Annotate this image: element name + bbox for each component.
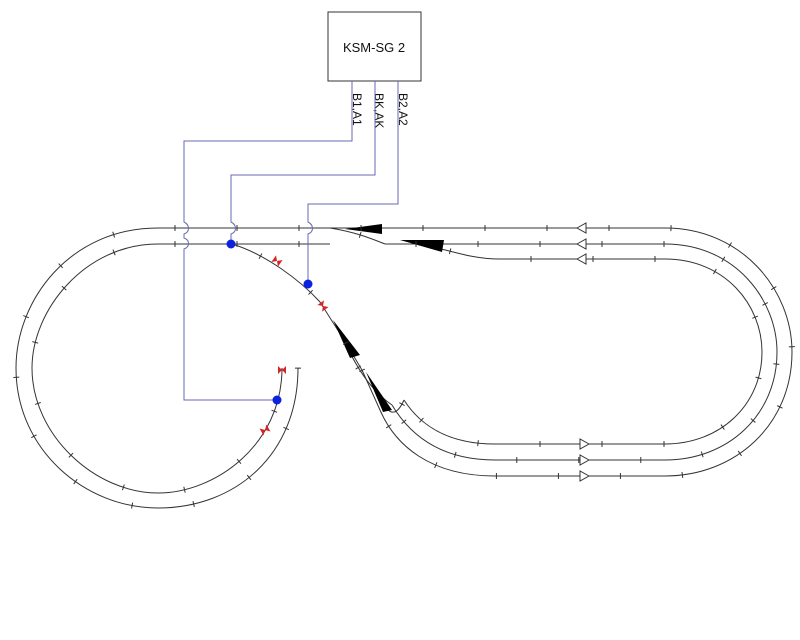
track-tick	[121, 484, 125, 491]
wire-b2a2[interactable]	[307, 81, 399, 284]
direction-arrow-icon	[575, 238, 587, 250]
track-tick	[419, 417, 424, 423]
track-tick	[68, 452, 74, 458]
track-tick	[23, 315, 30, 319]
track-tick	[131, 502, 134, 509]
turnout-frog-icon[interactable]	[400, 240, 444, 252]
direction-arrow-icon	[575, 222, 587, 234]
blue-dot-sensor-icon[interactable]	[303, 279, 313, 289]
direction-arrow-icon	[575, 253, 587, 265]
track-group	[15, 227, 793, 509]
track-tick	[34, 402, 41, 405]
track-tick	[762, 302, 769, 306]
track-tick	[308, 289, 313, 295]
track-tick	[73, 478, 78, 485]
turnout-frog-icon[interactable]	[333, 320, 360, 358]
track-tick	[271, 409, 278, 413]
isolating-joints	[259, 255, 329, 436]
track-tick	[770, 286, 777, 291]
track-tick	[31, 434, 37, 439]
direction-arrows	[575, 222, 591, 482]
track-tick	[283, 426, 290, 431]
track-ticks	[13, 225, 795, 509]
blue-dot-sensor-icon[interactable]	[272, 395, 282, 405]
track-tick	[359, 368, 366, 372]
track-tick	[401, 419, 407, 425]
direction-arrow-icon	[579, 470, 591, 482]
red-isolating-joint-icon[interactable]	[278, 366, 286, 374]
diagonal-connector-track	[231, 243, 363, 371]
track-tick	[448, 248, 452, 255]
left-loop-inner-track	[31, 243, 330, 494]
track-tick	[58, 263, 64, 269]
track-tick	[236, 458, 242, 465]
track-tick	[681, 471, 684, 478]
track-tick	[712, 268, 717, 275]
red-isolating-joint-icon[interactable]	[271, 255, 283, 267]
track-tick	[776, 405, 783, 409]
oval-track-1	[330, 227, 793, 477]
blue-dot-sensor-icon[interactable]	[226, 239, 236, 249]
track-tick	[112, 249, 116, 256]
left-loop-outer-track	[15, 227, 330, 509]
turnout-frogs	[333, 224, 444, 412]
turnout-frog-icon[interactable]	[366, 372, 392, 412]
track-tick	[358, 231, 362, 238]
track-tick	[246, 474, 252, 481]
red-isolating-joint-icon[interactable]	[317, 300, 329, 312]
direction-arrow-icon	[579, 438, 591, 450]
track-tick	[720, 424, 725, 430]
module-label: KSM-SG 2	[343, 40, 405, 55]
track-tick	[477, 440, 479, 447]
track-tick	[183, 486, 186, 493]
turnout-branch-1	[329, 227, 386, 245]
wiring	[183, 81, 399, 401]
track-tick	[258, 253, 263, 259]
track-tick	[755, 376, 762, 380]
track-tick	[399, 402, 405, 407]
wire-label-b2a2: B2,A2	[396, 93, 410, 126]
track-tick	[192, 500, 195, 508]
track-tick	[752, 315, 759, 319]
track-tick	[728, 242, 732, 248]
track-tick	[343, 341, 349, 346]
oval-track-3	[403, 258, 763, 445]
track-tick	[32, 341, 39, 344]
direction-arrow-icon	[579, 454, 591, 466]
wire-label-bkak: BK,AK	[372, 93, 386, 128]
track-tick	[112, 231, 116, 238]
track-tick	[773, 363, 780, 365]
track-tick	[737, 450, 742, 457]
oval-track-2	[385, 243, 778, 461]
module-box[interactable]: KSM-SG 2	[327, 11, 422, 82]
wire-bkak[interactable]	[230, 81, 376, 244]
track-tick	[721, 256, 726, 263]
track-tick	[453, 451, 457, 458]
sensors	[226, 239, 313, 405]
track-tick	[355, 365, 362, 370]
turnout-frog-icon[interactable]	[345, 224, 382, 234]
module-box-frame	[327, 11, 422, 82]
track-tick	[385, 424, 392, 429]
wire-b1a1[interactable]	[183, 81, 353, 401]
wire-label-b1a1: B1,A1	[350, 93, 364, 126]
track-tick	[750, 418, 756, 423]
track-tick	[700, 451, 704, 458]
red-isolating-joint-icon[interactable]	[259, 424, 271, 436]
track-tick	[434, 462, 438, 469]
track-tick	[61, 285, 67, 291]
